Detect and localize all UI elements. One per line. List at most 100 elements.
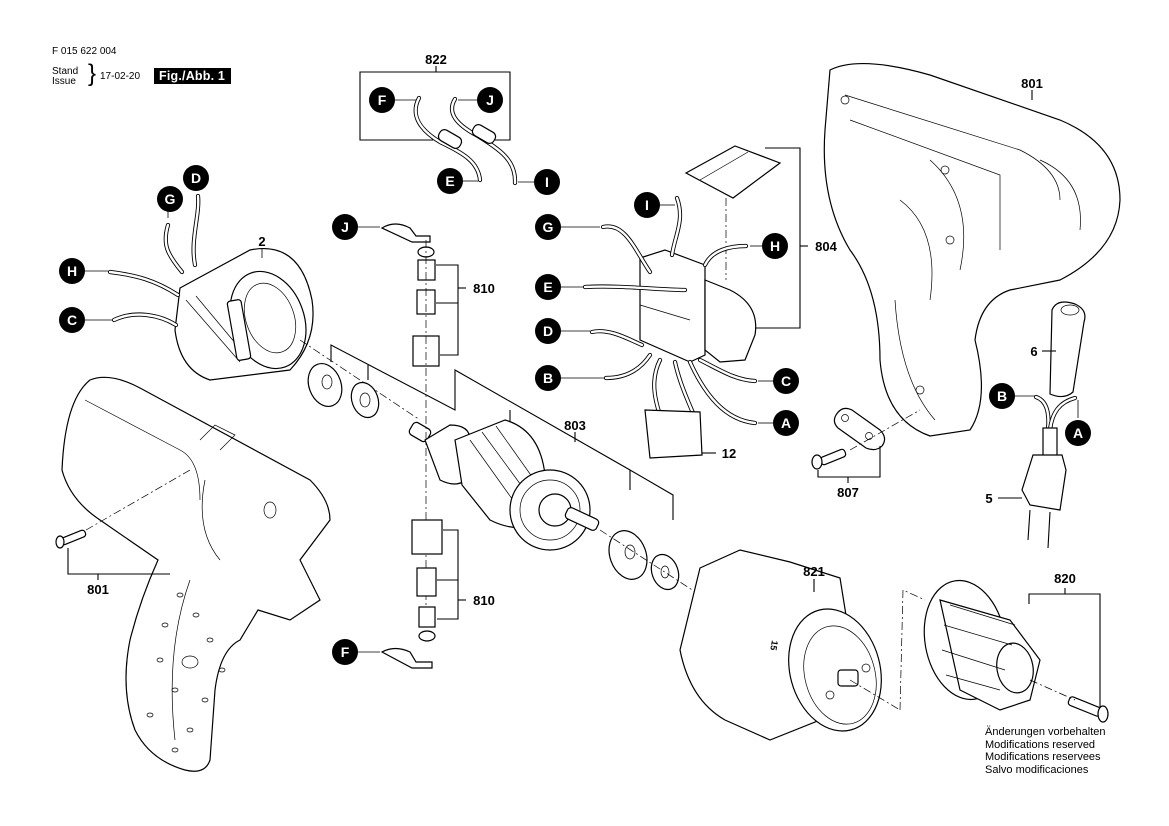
- issue-label: Issue: [52, 76, 76, 87]
- svg-text:E: E: [445, 173, 454, 189]
- svg-text:D: D: [191, 170, 201, 186]
- carbon-brush-top: [417, 259, 436, 281]
- connector-822-f: F: [369, 87, 395, 113]
- spacer-plate: [833, 407, 886, 451]
- svg-text:F: F: [378, 92, 387, 108]
- capacitor-12: [644, 409, 703, 459]
- svg-text:G: G: [543, 219, 554, 235]
- handle-grip: [1049, 301, 1086, 398]
- label-810-top: 810: [473, 281, 495, 296]
- housing-shell-left: [61, 376, 331, 772]
- gearbox-collar: [788, 608, 882, 732]
- chuck-screw: [1067, 696, 1102, 717]
- stand-label: Stand: [52, 66, 79, 77]
- label-822: 822: [425, 52, 447, 67]
- switch-body: [639, 249, 706, 363]
- connector-stator-d: D: [183, 165, 209, 191]
- svg-text:D: D: [543, 323, 553, 339]
- bracket-807: [817, 446, 881, 478]
- bracket-810-bottom: [437, 529, 459, 620]
- connector-stator-c: C: [59, 307, 85, 333]
- connector-stator-h: H: [59, 258, 85, 284]
- label-821: 821: [803, 564, 825, 579]
- brush-clip-top: [380, 223, 431, 243]
- brush-sleeve-bottom: [416, 567, 437, 597]
- modifications-note: Änderungen vorbehalten Modifications res…: [985, 726, 1105, 776]
- brush-spring-bottom: [418, 630, 436, 642]
- svg-text:H: H: [67, 263, 77, 279]
- bracket-820: [1028, 593, 1101, 708]
- connector-stator-g: G: [157, 186, 183, 212]
- bracket-822-right: [495, 100, 511, 141]
- issue-date: 17-02-20: [100, 71, 141, 82]
- brush-set-810-top: [357, 223, 466, 620]
- connector-822-i: I: [534, 169, 560, 195]
- wire-sleeve-b: [471, 124, 497, 144]
- washer-left: [350, 381, 380, 419]
- washer-right: [650, 553, 680, 591]
- bracket-822-left: [359, 100, 433, 141]
- label-803: 803: [564, 418, 586, 433]
- connector-switch-h: H: [762, 233, 788, 259]
- switch-804: [560, 145, 808, 459]
- auxiliary-handle-6: [1042, 301, 1086, 398]
- housing-shell-right: [823, 62, 1121, 437]
- connector-bubbles: F J E I D G H C J F I G H E D B C A B A: [59, 87, 1091, 665]
- connector-switch-d: D: [535, 318, 561, 344]
- label-801-left: 801: [87, 582, 109, 597]
- svg-text:B: B: [997, 388, 1007, 404]
- bracket-810-top: [436, 264, 459, 356]
- connector-brush-f: F: [332, 639, 358, 665]
- svg-text:A: A: [1073, 425, 1083, 441]
- label-6: 6: [1030, 344, 1037, 359]
- svg-text:C: C: [67, 312, 77, 328]
- torque-scale-mark: 15: [768, 640, 780, 652]
- label-804: 804: [815, 239, 837, 254]
- connector-cord-b: B: [989, 383, 1015, 409]
- label-5: 5: [985, 491, 992, 506]
- bracket-804: [750, 147, 801, 329]
- gearbox-spindle: [837, 669, 859, 687]
- wire-set-822: [359, 66, 535, 186]
- chuck-nose: [996, 642, 1034, 694]
- note-line-en: Modifications reserved: [985, 738, 1096, 751]
- bracket-803-top: [330, 344, 631, 490]
- label-807: 807: [837, 485, 859, 500]
- label-801-right: 801: [1021, 76, 1043, 91]
- connector-switch-g: G: [535, 214, 561, 240]
- label-2: 2: [258, 234, 265, 249]
- brush-set-810-bottom: [357, 519, 466, 669]
- spacer-screw-807: [811, 407, 921, 483]
- svg-text:A: A: [781, 415, 791, 431]
- carbon-brush-bottom: [418, 606, 436, 628]
- note-line-es: Salvo modificaciones: [985, 763, 1089, 776]
- armature-assembly-803: [307, 344, 701, 596]
- label-12: 12: [722, 446, 736, 461]
- housing-half-801-right: [823, 62, 1121, 437]
- label-810-bottom: 810: [473, 593, 495, 608]
- plug-body: [1021, 454, 1067, 511]
- grip-dots: [146, 592, 226, 753]
- svg-text:I: I: [645, 197, 649, 213]
- connector-switch-b: B: [535, 365, 561, 391]
- connector-822-e: E: [437, 168, 463, 194]
- brush-clip-bottom: [380, 647, 433, 669]
- svg-text:H: H: [770, 238, 780, 254]
- brush-holder-bottom: [411, 519, 443, 555]
- screw-807: [819, 448, 847, 466]
- connector-822-j: J: [477, 87, 503, 113]
- stand-issue-label: Stand Issue: [52, 67, 78, 87]
- bearing-right: [608, 530, 648, 580]
- armature-shaft-left: [408, 421, 432, 443]
- stator-wire-h: [107, 269, 181, 298]
- bracket-822: [359, 71, 511, 100]
- svg-text:B: B: [543, 370, 553, 386]
- part-number-labels: 822 801 2 810 804 803 12 6 807 5 801 821…: [87, 52, 1076, 608]
- connector-switch-e: E: [535, 274, 561, 300]
- gearbox-821: 15: [679, 549, 926, 741]
- bracket-801-left: [67, 548, 170, 575]
- label-820: 820: [1054, 571, 1076, 586]
- bearing-left: [307, 363, 343, 407]
- connector-switch-c: C: [773, 368, 799, 394]
